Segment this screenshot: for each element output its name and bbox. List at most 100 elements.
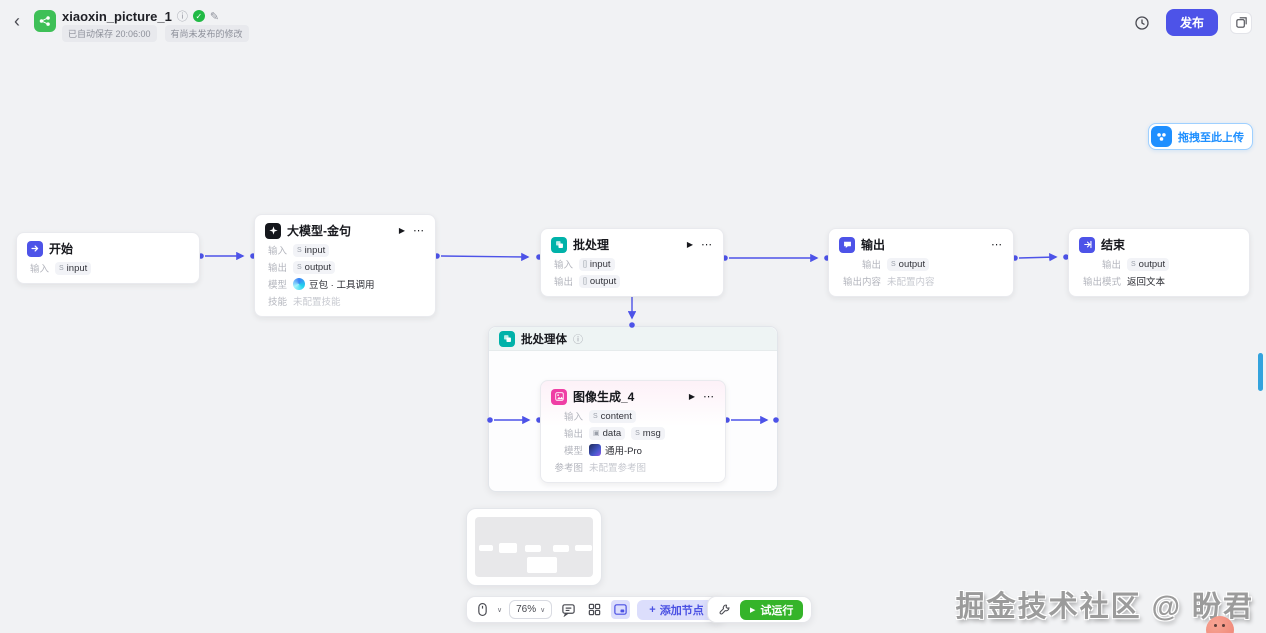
model-value: 通用-Pro [589, 443, 642, 457]
assistant-avatar[interactable] [1206, 616, 1234, 633]
pointer-mode-icon[interactable] [475, 600, 490, 619]
node-title: 图像生成_4 [573, 390, 635, 404]
str-type-icon: S [297, 246, 302, 254]
wrench-icon[interactable] [716, 601, 733, 618]
play-icon: ▶ [750, 606, 756, 614]
row-label: 输入 [29, 264, 49, 275]
run-node-icon[interactable]: ▶ [686, 240, 693, 249]
workflow-title: xiaoxin_picture_1 [62, 8, 172, 24]
right-scrollbar-thumb[interactable] [1258, 353, 1263, 391]
add-node-label: 添加节点 [659, 604, 704, 617]
run-node-icon[interactable]: ▶ [688, 392, 695, 401]
comment-icon[interactable] [559, 600, 578, 619]
chevron-down-icon[interactable]: ∨ [497, 606, 503, 614]
end-node-icon [1079, 236, 1095, 253]
layout-grid-icon[interactable] [585, 600, 604, 619]
str-type-icon: S [635, 429, 640, 437]
node-row: 输出 []output [551, 274, 713, 288]
minimap-toggle-icon[interactable] [611, 600, 631, 619]
test-run-button[interactable]: ▶ 试运行 [740, 599, 804, 620]
param-name: input [589, 258, 611, 270]
batch-body-icon [499, 330, 515, 347]
model-name: 通用-Pro [605, 446, 642, 457]
muted-value: 未配置参考图 [589, 463, 647, 474]
row-label: 输出 [861, 260, 881, 271]
edit-title-icon[interactable]: ✎ [209, 10, 220, 23]
node-menu-icon[interactable]: ⋯ [413, 225, 425, 237]
muted-value: 未配置技能 [293, 297, 341, 308]
param-tag: []output [579, 274, 621, 288]
node-row: 参考图 未配置参考图 [551, 460, 715, 474]
node-row: 模型 通用-Pro [551, 443, 715, 457]
unpublished-changes-badge: 有尚未发布的修改 [164, 25, 249, 42]
param-name: output [589, 275, 617, 287]
history-icon[interactable] [1130, 11, 1154, 35]
doubao-model-icon [293, 278, 305, 290]
node-batch[interactable]: 批处理 ▶ ⋯ 输入 []input 输出 []output [540, 228, 724, 297]
model-value: 豆包 · 工具调用 [293, 277, 374, 291]
drag-upload-button[interactable]: 拖拽至此上传 [1148, 123, 1253, 150]
batch-node-icon [551, 236, 567, 253]
top-header: ‹ xiaoxin_picture_1 ⓘ ✓ ✎ 已自动保存 20:06:00… [0, 0, 1266, 44]
node-row: 输出内容 未配置内容 [839, 274, 1003, 288]
row-label: 输入 [563, 412, 583, 423]
workflow-logo-icon [34, 10, 56, 32]
row-label: 输出模式 [1082, 277, 1121, 288]
param-name: output [1138, 258, 1166, 270]
node-title: 开始 [49, 242, 74, 256]
chevron-down-icon: ∨ [540, 606, 546, 614]
row-label: 输出内容 [842, 277, 881, 288]
zoom-select[interactable]: 76% ∨ [509, 600, 553, 619]
row-label: 模型 [267, 280, 287, 291]
add-node-button[interactable]: + 添加节点 [637, 599, 716, 620]
publish-button[interactable]: 发布 [1165, 9, 1218, 36]
array-type-icon: [] [583, 260, 587, 268]
row-label: 输出 [1101, 260, 1121, 271]
run-node-icon[interactable]: ▶ [398, 226, 405, 235]
param-tag: ▣data [589, 426, 626, 440]
upload-label: 拖拽至此上传 [1178, 131, 1244, 144]
back-icon[interactable]: ‹ [14, 11, 20, 31]
str-type-icon: S [1131, 260, 1136, 268]
row-label: 输出 [553, 277, 573, 288]
muted-value: 未配置内容 [887, 277, 935, 288]
node-row: 模型 豆包 · 工具调用 [265, 277, 425, 291]
autosave-badge: 已自动保存 20:06:00 [62, 25, 157, 42]
param-name: input [66, 262, 88, 274]
node-menu-icon[interactable]: ⋯ [703, 391, 715, 403]
array-type-icon: [] [583, 277, 587, 285]
str-type-icon: S [59, 264, 64, 272]
row-label: 输出 [563, 429, 583, 440]
param-name: output [304, 261, 332, 273]
row-label: 模型 [563, 446, 583, 457]
info-icon[interactable]: ⓘ [573, 335, 583, 346]
node-title: 大模型-金句 [287, 224, 351, 238]
row-label: 技能 [267, 297, 287, 308]
output-node-icon [839, 236, 855, 253]
plus-icon: + [649, 603, 656, 616]
info-icon[interactable]: ⓘ [176, 11, 188, 23]
workspace-window-icon[interactable] [1230, 11, 1252, 34]
node-menu-icon[interactable]: ⋯ [701, 239, 713, 251]
param-name: data [602, 427, 622, 439]
general-pro-model-icon [589, 444, 601, 456]
node-menu-icon[interactable]: ⋯ [991, 239, 1003, 251]
minimap[interactable] [466, 508, 602, 586]
param-name: content [600, 410, 632, 422]
row-label: 输入 [267, 246, 287, 257]
row-label: 参考图 [554, 463, 583, 474]
